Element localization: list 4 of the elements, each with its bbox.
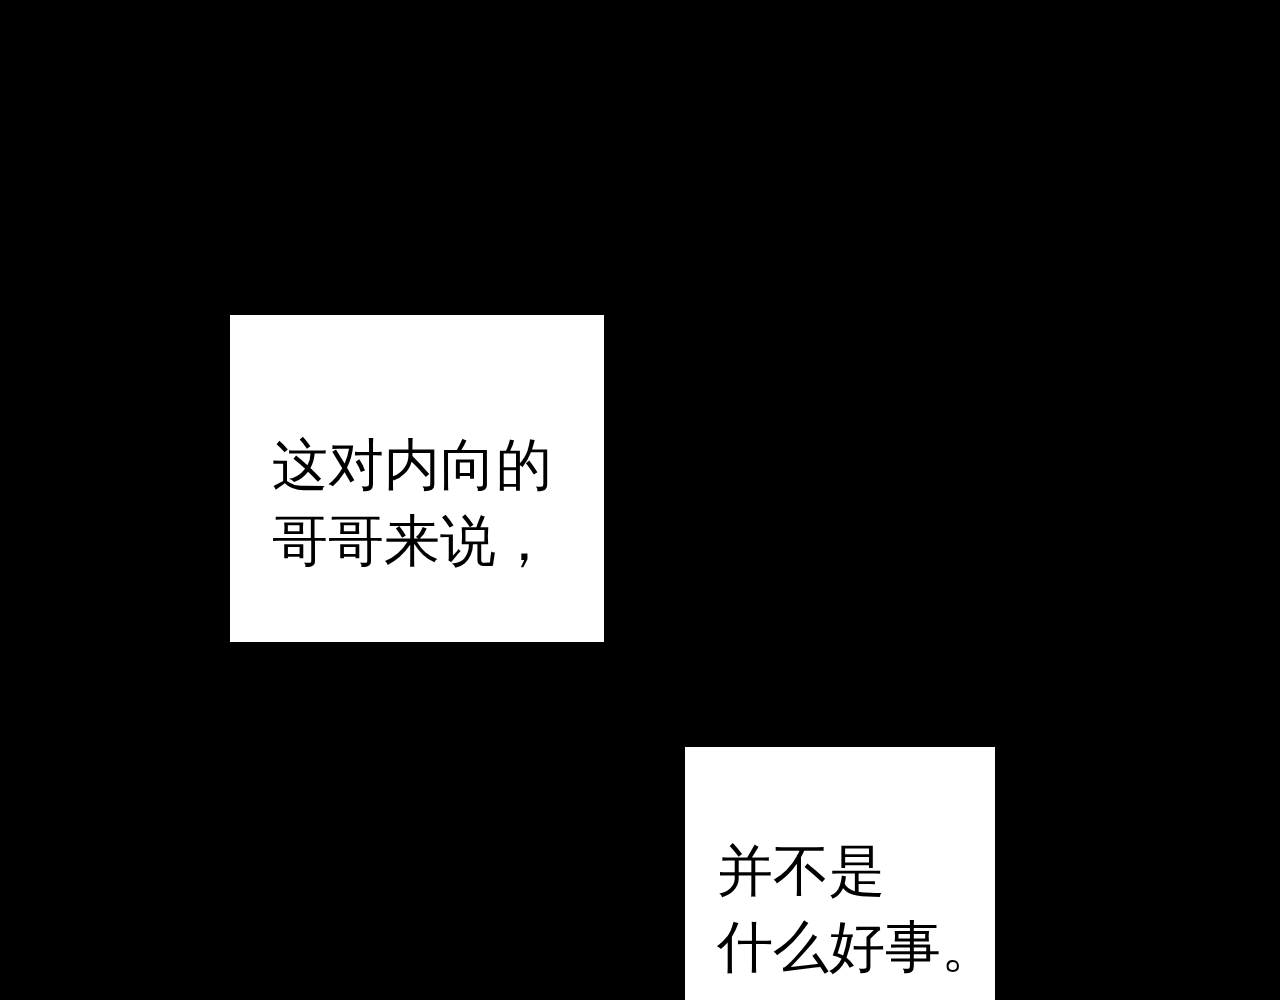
caption-text: 并不是什么好事。 <box>717 837 997 981</box>
caption-text: 这对内向的哥哥来说， <box>272 431 552 575</box>
caption-box <box>230 315 604 642</box>
caption-box <box>685 747 995 1000</box>
